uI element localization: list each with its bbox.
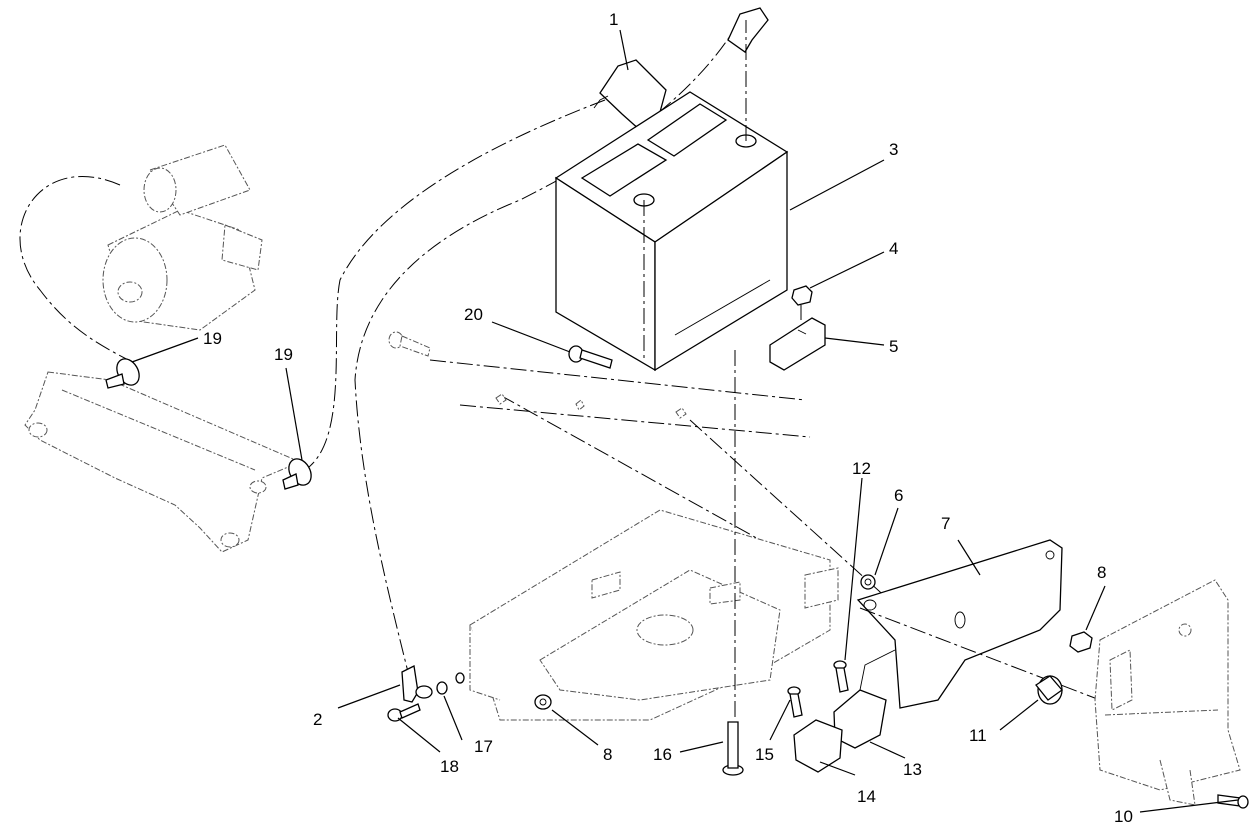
callout-2: 2	[313, 710, 322, 729]
bolt-20-ghost	[388, 331, 431, 357]
callout-1: 1	[609, 10, 618, 29]
nut-8-lower	[534, 694, 552, 710]
ground-terminal-2	[401, 665, 433, 703]
callout-14: 14	[857, 787, 876, 806]
washer-17	[436, 672, 465, 695]
callout-10: 10	[1114, 807, 1133, 826]
cable-boot	[593, 59, 667, 131]
callout-4: 4	[889, 239, 898, 258]
callout-7: 7	[941, 514, 950, 533]
carriage-bolt-16	[722, 350, 744, 776]
callout-13: 13	[903, 760, 922, 779]
callout-18: 18	[440, 757, 459, 776]
cable-lug-19-right	[282, 458, 312, 490]
callout-19-left: 19	[203, 329, 222, 348]
screw-12	[833, 660, 849, 693]
battery-tray	[469, 509, 839, 721]
callout-20: 20	[464, 305, 483, 324]
cable-lug-19-left	[105, 358, 140, 389]
battery-hold-down	[769, 317, 826, 371]
negative-cable-terminal	[727, 7, 769, 53]
callout-11: 11	[969, 726, 987, 745]
leader-lines	[131, 29, 1239, 813]
callout-3: 3	[889, 140, 898, 159]
electronic-control-module	[1094, 579, 1241, 806]
callout-16: 16	[653, 745, 672, 764]
controller-bracket	[856, 539, 1101, 709]
bolt-18	[387, 703, 421, 722]
callout-15: 15	[755, 745, 774, 764]
battery-positive-cable	[304, 99, 606, 471]
callout-17: 17	[474, 737, 493, 756]
relay-14	[793, 719, 843, 773]
nut-8-right	[1069, 631, 1093, 653]
battery	[554, 20, 789, 372]
callout-6: 6	[894, 486, 903, 505]
callout-19-right: 19	[274, 345, 293, 364]
screw-15	[787, 686, 803, 718]
bolt-20	[568, 345, 613, 369]
battery-mounting-plate	[429, 359, 901, 611]
engine-frame-rail	[24, 371, 302, 553]
isolator-11	[1035, 675, 1063, 705]
callout-8-lower: 8	[603, 745, 612, 764]
callout-12: 12	[852, 459, 871, 478]
callout-labels: 1 2 3 4 5 6 7 8 8 10 11 12 13 14 15 16 1…	[203, 10, 1133, 826]
flange-nut-4	[791, 285, 813, 320]
spacer-6	[860, 574, 876, 590]
starter-motor	[19, 144, 263, 363]
callout-8-right: 8	[1097, 563, 1106, 582]
callout-5: 5	[889, 337, 898, 356]
